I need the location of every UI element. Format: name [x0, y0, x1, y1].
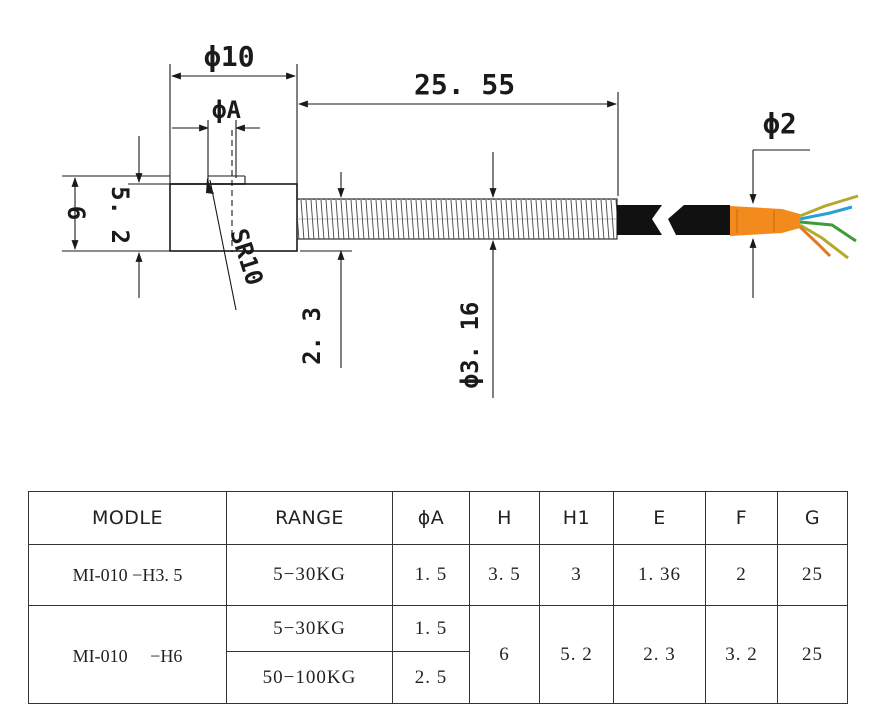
dim-length: 25. 55	[298, 68, 619, 196]
threaded-rod	[296, 198, 618, 240]
cell-h: 6	[469, 605, 540, 704]
cell-range: 5−30KG	[226, 544, 393, 606]
table-row: 50−100KG 2. 5	[29, 651, 848, 704]
label-two3: 2. 3	[298, 307, 326, 365]
label-phiA: ϕA	[212, 96, 241, 124]
header-g: G	[777, 491, 848, 545]
cell-g: 25	[777, 605, 848, 704]
header-f: F	[705, 491, 778, 545]
cell-h1: 3	[539, 544, 614, 606]
dim-phi10: ϕ10	[169, 40, 298, 199]
cell-f: 3. 2	[705, 605, 778, 704]
cell-model: MI-010 −H3. 5	[28, 544, 227, 606]
cell-phiA: 1. 5	[392, 605, 470, 652]
header-e: E	[613, 491, 706, 545]
label-length: 25. 55	[414, 68, 515, 101]
header-range: RANGE	[226, 491, 393, 545]
label-phi316: ϕ3. 16	[456, 302, 484, 389]
dim-phiA: ϕA	[172, 96, 260, 184]
cell-range: 50−100KG	[226, 651, 393, 704]
table-row: MI-010 −H6 5−30KG 1. 5 6 5. 2 2. 3 3. 2 …	[28, 605, 848, 704]
cell-f: 2	[705, 544, 778, 606]
cell-h1: 5. 2	[539, 605, 614, 704]
cell-h: 3. 5	[469, 544, 540, 606]
header-phiA: ϕA	[392, 491, 470, 545]
label-six: 6	[62, 206, 90, 220]
table-header-row: MODLE RANGE ϕA H H1 E F G	[28, 491, 848, 545]
table-row: MI-010 −H3. 5 5−30KG 1. 5 3. 5 3 1. 36 2…	[28, 544, 848, 606]
sensor-drawing: ϕ10 ϕA 25. 55 ϕ2 6 5. 2 SR10	[62, 40, 859, 398]
cell-e: 2. 3	[613, 605, 706, 704]
cell-phiA: 1. 5	[392, 544, 470, 606]
dim-two3: 2. 3	[298, 172, 352, 368]
dim-six: 6	[62, 175, 170, 252]
cell-e: 1. 36	[613, 544, 706, 606]
dim-phi2: ϕ2	[749, 107, 810, 298]
cell-model: MI-010 −H6	[28, 605, 227, 704]
header-model: MODLE	[28, 491, 227, 545]
header-h1: H1	[539, 491, 614, 545]
dim-phi316: ϕ3. 16	[456, 152, 497, 398]
label-phi10: ϕ10	[204, 40, 255, 73]
spec-table: MODLE RANGE ϕA H H1 E F G MI-010 −H3. 5 …	[28, 491, 848, 704]
cable	[617, 205, 800, 236]
cell-range: 5−30KG	[226, 605, 393, 652]
label-phi2: ϕ2	[763, 107, 797, 140]
label-five2: 5. 2	[106, 186, 134, 244]
label-sr10: SR10	[224, 225, 268, 289]
cell-phiA: 2. 5	[392, 651, 470, 704]
header-h: H	[469, 491, 540, 545]
dim-five2: 5. 2	[106, 136, 170, 298]
cell-g: 25	[777, 544, 848, 606]
wire-bundle	[798, 194, 859, 260]
dim-sr10: SR10	[206, 178, 269, 311]
